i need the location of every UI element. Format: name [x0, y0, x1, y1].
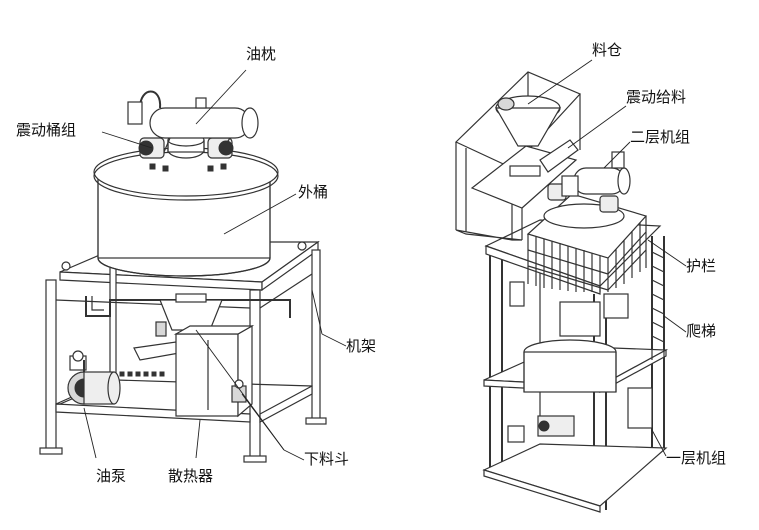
label-oil-pump: 油泵	[96, 467, 127, 485]
frame-leg-back-right	[311, 249, 321, 423]
left-machine	[39, 90, 327, 463]
label-vibration-drum-group: 震动桶组	[16, 121, 77, 139]
label-oil-conservator: 油枕	[246, 45, 277, 63]
leader-lines	[83, 59, 687, 461]
label-radiator: 散热器	[168, 467, 214, 485]
label-first-layer-unit: 一层机组	[666, 449, 727, 467]
label-vibration-feeder: 震动给料	[626, 88, 687, 106]
right-machine	[454, 71, 669, 513]
label-outer-drum: 外桶	[298, 183, 329, 201]
frame-leg-front-left	[45, 279, 57, 453]
label-hopper: 下料斗	[304, 450, 350, 468]
oil-conservator-tank	[149, 107, 251, 139]
ladder	[651, 236, 665, 360]
label-guardrail: 护栏	[686, 257, 717, 275]
label-second-layer-unit: 二层机组	[630, 128, 691, 146]
first-layer-unit-box	[627, 387, 653, 429]
label-material-bin: 料仓	[592, 41, 623, 59]
radiator-body	[175, 333, 239, 417]
label-ladder: 爬梯	[686, 322, 717, 340]
label-frame: 机架	[346, 337, 377, 355]
